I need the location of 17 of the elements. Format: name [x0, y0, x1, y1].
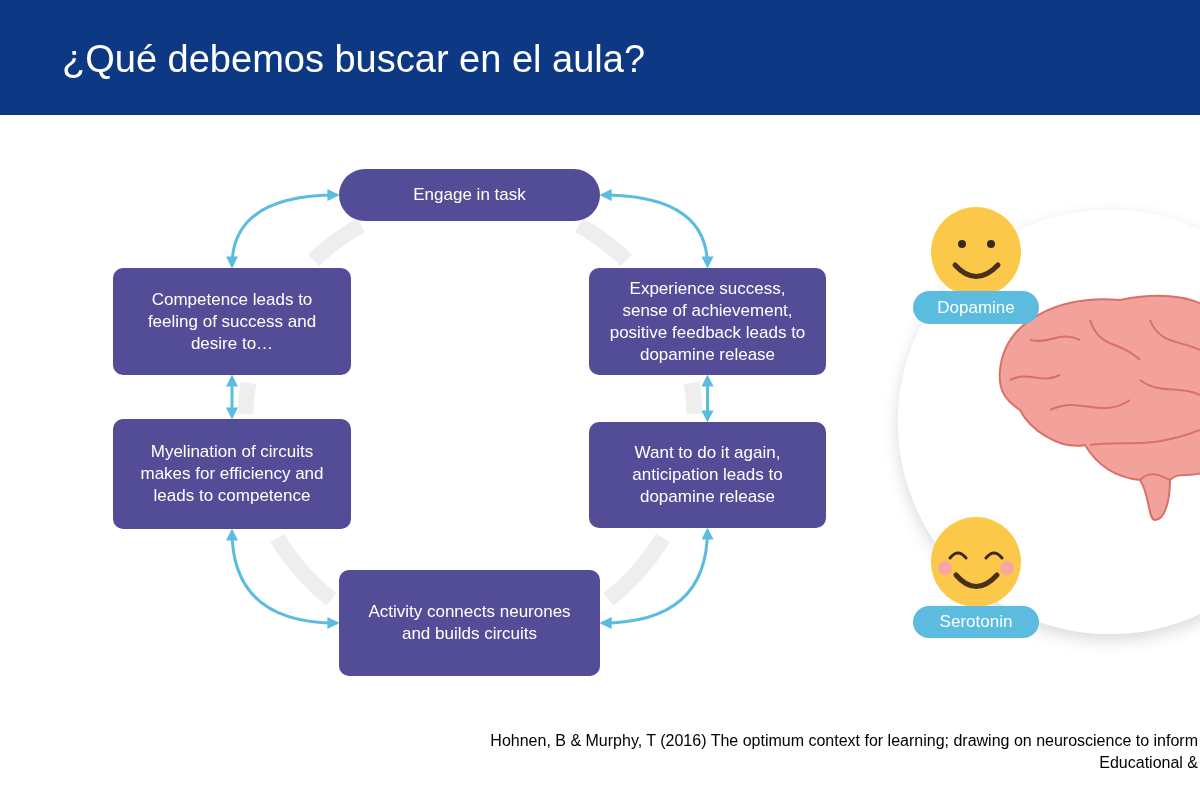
double-arrow [226, 374, 238, 420]
process-box: Myelination of circuits makes for efficiency and leads to competence [113, 419, 351, 529]
slide-title: ¿Qué debemos buscar en el aula? [62, 37, 646, 82]
process-box: Activity connects neurones and builds circuits [339, 570, 600, 676]
double-arrow [226, 528, 340, 629]
label-tag: Dopamine [913, 291, 1039, 324]
process-box: Competence leads to feeling of success and desire to… [113, 268, 351, 375]
process-box: Want to do it again, anticipation leads to dopamine release [589, 422, 826, 528]
label-tag: Serotonin [913, 606, 1039, 638]
double-arrow [599, 189, 713, 269]
double-arrow [226, 189, 340, 269]
citation-text: Hohnen, B & Murphy, T (2016) The optimum context for learning; drawing on neuroscience to inform [490, 731, 1198, 751]
double-arrow [701, 374, 714, 423]
citation-text: Educational & [1099, 753, 1198, 773]
process-box: Experience success, sense of achievement, positive feedback leads to dopamine release [589, 268, 826, 375]
double-arrow [599, 527, 713, 629]
process-pill: Engage in task [339, 169, 600, 221]
